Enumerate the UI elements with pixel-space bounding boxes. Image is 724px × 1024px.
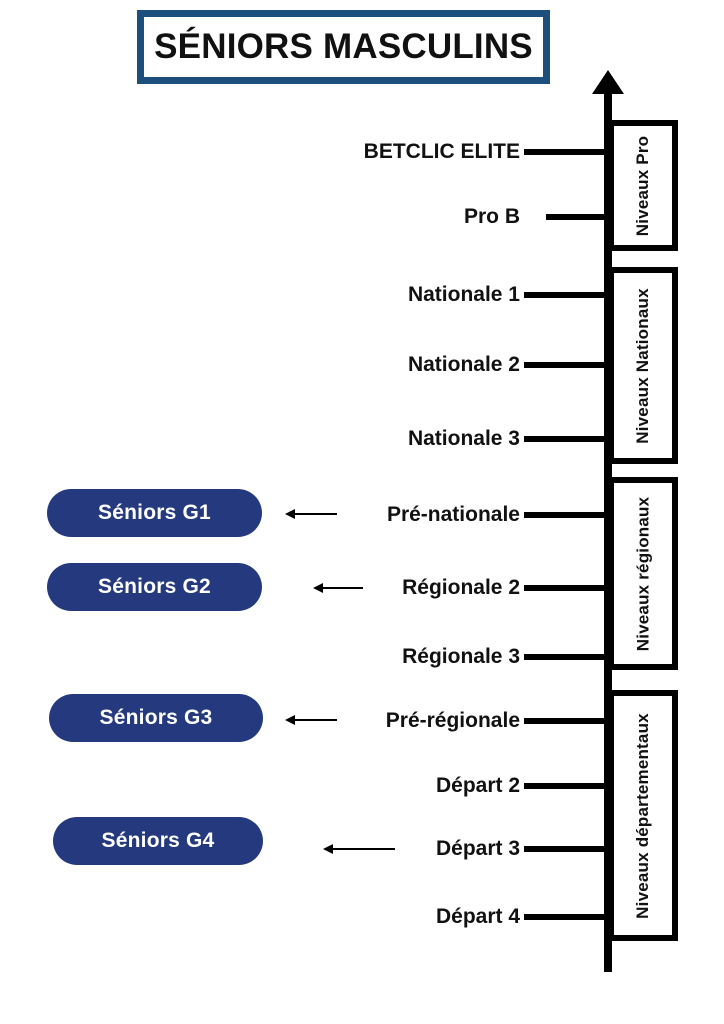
level-tick [524, 436, 610, 442]
group-pill-label: Séniors G2 [98, 575, 211, 598]
arrow-head [285, 509, 295, 519]
level-tick [546, 214, 610, 220]
group-pill-label: Séniors G3 [99, 706, 213, 729]
category-bracket: Niveaux départementaux [608, 690, 678, 941]
arrow-head [313, 583, 323, 593]
category-label: Niveaux départementaux [633, 712, 652, 919]
arrow-head [285, 715, 295, 725]
category-bracket: Niveaux régionaux [608, 477, 678, 670]
level-tick [524, 512, 610, 518]
left-arrow-icon [285, 714, 337, 726]
level-tick [524, 585, 610, 591]
arrow-shaft [329, 848, 395, 850]
level-tick [524, 654, 610, 660]
left-arrow-icon [285, 508, 337, 520]
category-label: Niveaux régionaux [633, 496, 653, 651]
group-pill[interactable]: Séniors G4 [53, 817, 263, 865]
level-label: Pré-régionale [385, 709, 520, 732]
level-label: Départ 2 [435, 774, 520, 797]
level-tick [524, 362, 610, 368]
arrow-shaft [291, 719, 337, 721]
level-label: Régionale 3 [402, 645, 520, 668]
arrow-head [323, 844, 333, 854]
level-label: Pré-nationale [386, 503, 520, 526]
level-label: Départ 4 [435, 905, 520, 928]
level-tick [524, 149, 610, 155]
level-label: Départ 3 [435, 837, 520, 860]
category-bracket: Niveaux Nationaux [608, 267, 678, 464]
level-label: Régionale 2 [402, 576, 520, 599]
level-tick [524, 718, 610, 724]
level-tick [524, 914, 610, 920]
level-tick [524, 846, 610, 852]
group-pill[interactable]: Séniors G3 [49, 694, 263, 742]
level-label: BETCLIC ELITE [363, 140, 520, 163]
group-pill-label: Séniors G4 [101, 829, 215, 852]
group-pill[interactable]: Séniors G2 [47, 563, 262, 611]
category-bracket: Niveaux Pro [608, 120, 678, 251]
group-pill[interactable]: Séniors G1 [47, 489, 262, 537]
level-tick [524, 783, 610, 789]
level-label: Pro B [463, 205, 520, 228]
page-title: SÉNIORS MASCULINS [154, 27, 533, 66]
category-label: Niveaux Nationaux [633, 287, 653, 444]
arrow-shaft [319, 587, 363, 589]
title-banner: SÉNIORS MASCULINS [137, 10, 550, 84]
group-pill-label: Séniors G1 [98, 501, 211, 524]
level-label: Nationale 2 [407, 353, 520, 376]
level-label: Nationale 1 [407, 283, 520, 306]
left-arrow-icon [323, 843, 395, 855]
level-label: Nationale 3 [407, 427, 520, 450]
left-arrow-icon [313, 582, 363, 594]
category-label: Niveaux Pro [633, 135, 652, 236]
title-banner-inner: SÉNIORS MASCULINS [144, 17, 543, 77]
arrow-shaft [291, 513, 337, 515]
level-tick [524, 292, 610, 298]
